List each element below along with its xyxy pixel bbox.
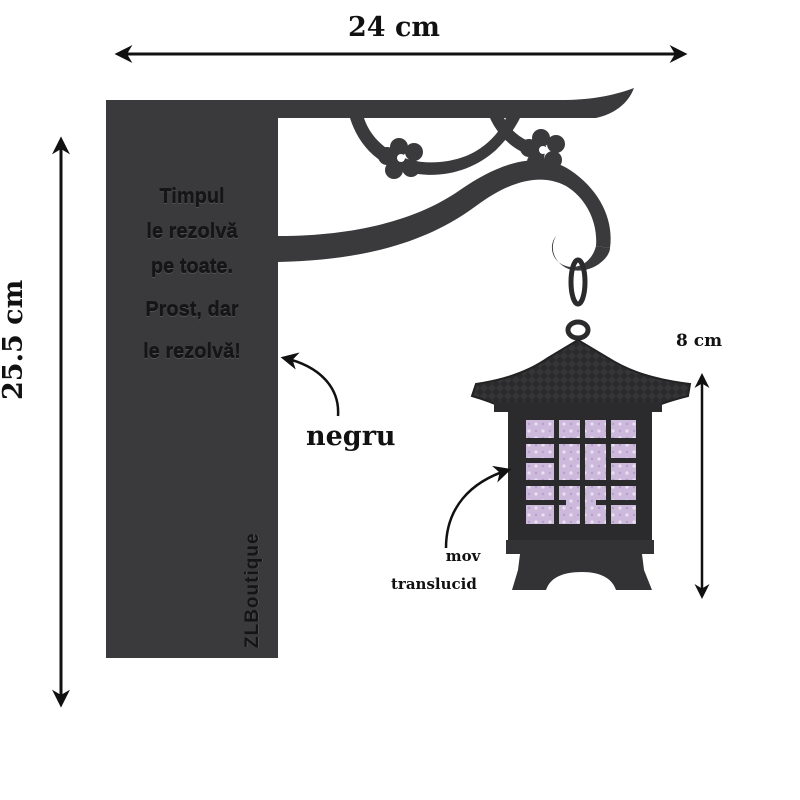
width-dimension-label: 24 cm [348,12,440,43]
sign-quote-line-4: Prost, dar [145,299,239,321]
lantern-chain [565,257,591,341]
glass-callout-arrow [444,465,512,549]
flower-ornament-right-icon [520,129,565,171]
glass-color-label-line2: translucid [391,575,477,593]
height-dimension-label: 25.5 cm [0,279,29,400]
flower-ornament-left-icon [378,138,423,179]
sign-callout-arrow [280,352,340,417]
sign-bracket [106,88,634,658]
sign-quote-line-1: Timpul [159,186,225,208]
sign-quote-line-3: pe toate. [150,256,234,278]
sign-quote-line-2: le rezolvă [146,221,238,243]
lantern-icon [470,338,692,590]
sign-quote-line-5: le rezolvă! [143,341,241,363]
lantern-dimension-label: 8 cm [676,331,723,351]
sign-color-label: negru [306,421,396,452]
glass-color-label-line1: mov [445,547,481,565]
brand-engraving: ZLBoutique [242,532,263,648]
